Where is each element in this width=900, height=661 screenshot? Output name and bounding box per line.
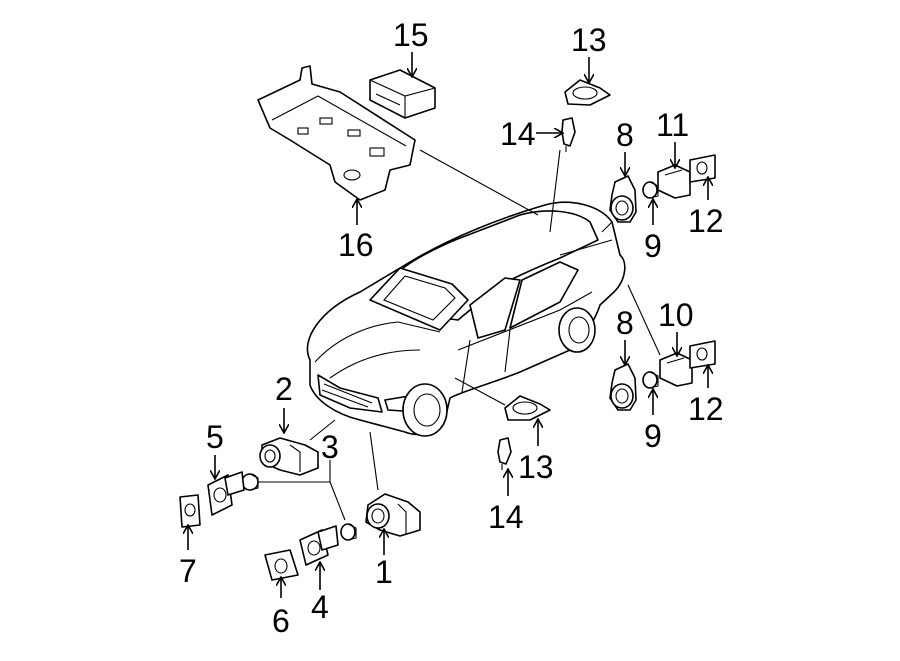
callout-6: 6 [272, 603, 290, 639]
sensor-mount-left [657, 164, 691, 199]
control-module [369, 69, 436, 119]
callout-15: 15 [393, 17, 429, 53]
callout-1: 1 [375, 554, 393, 590]
front-sensor-bracket [259, 437, 319, 476]
callout-5: 5 [206, 419, 224, 455]
sensor-retainer [299, 525, 339, 566]
callout-13-top: 13 [571, 22, 607, 58]
rear-sensor-bracket [365, 493, 421, 537]
connector-plug-top [561, 117, 576, 152]
rear-bracket-top [609, 175, 637, 223]
callout-arrows [188, 52, 708, 598]
parking-sensor [241, 460, 357, 541]
callout-16: 16 [338, 227, 374, 263]
callout-12-bottom: 12 [688, 391, 724, 427]
connector-plug-bottom [497, 437, 512, 470]
callout-13-bottom: 13 [518, 449, 554, 485]
callout-2: 2 [275, 371, 293, 407]
sensor-seal [264, 549, 299, 581]
mount-gasket-bottom [689, 340, 716, 369]
callout-14-bottom: 14 [488, 499, 524, 535]
speaker-warning-unit-bottom [504, 395, 551, 421]
callout-12-top: 12 [688, 203, 724, 239]
mount-gasket-top [689, 154, 716, 183]
car-illustration [306, 201, 626, 437]
callout-8-bottom: 8 [616, 305, 634, 341]
sensor-gasket [179, 494, 201, 528]
callout-8-top: 8 [616, 117, 634, 153]
module-mounting-bracket [257, 65, 416, 201]
callout-9-top: 9 [644, 228, 662, 264]
speaker-warning-unit-top [564, 79, 611, 106]
callout-9-bottom: 9 [644, 418, 662, 454]
callout-14-top: 14 [500, 116, 536, 152]
leader-lines [309, 149, 661, 491]
sensor-mount-right [659, 352, 693, 387]
callout-3: 3 [321, 429, 339, 465]
callout-11: 11 [656, 107, 689, 143]
callout-7: 7 [179, 553, 197, 589]
rear-bracket-bottom [609, 363, 637, 411]
sensor-holder [207, 471, 245, 516]
callout-4: 4 [311, 589, 329, 625]
callout-10: 10 [658, 297, 694, 333]
rear-sensor-bottom [642, 371, 659, 389]
callout-labels: 15 13 14 16 8 11 9 12 8 10 9 12 13 14 2 … [179, 17, 724, 639]
rear-sensor-top [642, 181, 659, 199]
